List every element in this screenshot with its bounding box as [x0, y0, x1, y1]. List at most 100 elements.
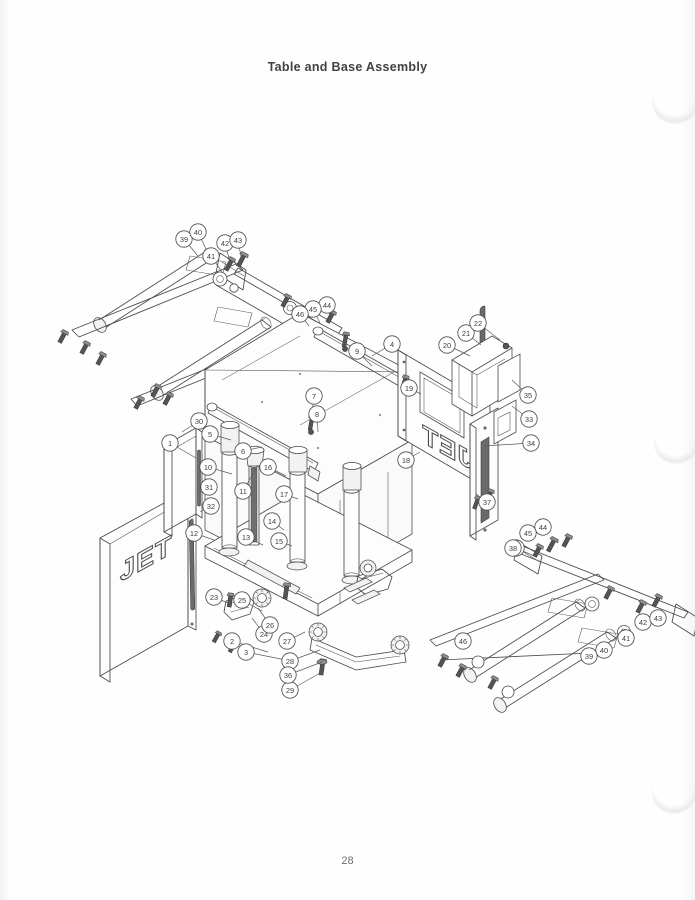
- callout-balloon-1: 1: [161, 434, 197, 459]
- callout-number: 40: [194, 228, 202, 237]
- callout-number: 28: [286, 657, 294, 666]
- callout-balloon-8: 8: [308, 405, 326, 433]
- callout-balloon-12: 12: [185, 524, 215, 542]
- callout-circle: [291, 305, 309, 323]
- callout-number: 4: [390, 340, 394, 349]
- callout-circle: [519, 524, 537, 542]
- callout-number: 9: [355, 347, 359, 356]
- callout-number: 22: [474, 319, 482, 328]
- callout-circle: [519, 386, 537, 404]
- callout-circle: [233, 591, 251, 609]
- callout-balloon-18: 18: [397, 451, 421, 469]
- callout-number: 5: [208, 430, 212, 439]
- callout-balloon-20: 20: [438, 336, 471, 357]
- callout-number: 43: [234, 236, 242, 245]
- callout-circle: [190, 412, 208, 430]
- callout-number: 14: [268, 517, 276, 526]
- callout-number: 17: [280, 490, 288, 499]
- right-rear-panel: JET: [397, 349, 491, 491]
- callout-number: 45: [524, 529, 532, 538]
- callout-circle: [223, 632, 241, 650]
- callout-balloon-42: 42: [634, 613, 652, 631]
- callout-circle: [234, 442, 252, 460]
- callout-balloon-6: 6: [234, 442, 263, 460]
- callout-balloon-43: 43: [649, 609, 667, 627]
- right-exploded-plates: [493, 353, 521, 445]
- callout-number: 43: [654, 614, 662, 623]
- callout-balloon-3: 3: [237, 643, 287, 661]
- callout-balloon-36: 36: [279, 661, 323, 684]
- callout-number: 42: [639, 618, 647, 627]
- callout-balloon-33: 33: [511, 405, 538, 428]
- callout-balloon-45: 45: [519, 524, 537, 542]
- callout-balloon-16: 16: [259, 458, 287, 477]
- callout-balloon-11: 11: [234, 464, 259, 500]
- callout-balloon-40: 40: [595, 641, 613, 659]
- callout-balloon-29: 29: [281, 671, 323, 699]
- callout-balloon-41: 41: [617, 629, 635, 647]
- callout-balloon-39: 39: [580, 647, 598, 665]
- callout-balloon-46: 46: [291, 305, 310, 327]
- callout-circle: [534, 518, 552, 536]
- page-title: Table and Base Assembly: [267, 60, 428, 74]
- callout-number: 46: [459, 637, 467, 646]
- callout-number: 44: [323, 301, 331, 310]
- callout-number: 37: [483, 498, 491, 507]
- callout-circle: [305, 387, 323, 405]
- callout-circle: [189, 223, 207, 241]
- callout-number: 41: [207, 252, 215, 261]
- callout-balloon-30: 30: [181, 412, 208, 433]
- callout-circle: [478, 493, 496, 511]
- callout-number: 24: [260, 630, 268, 639]
- callout-circle: [397, 451, 415, 469]
- callout-circle: [457, 324, 475, 342]
- callout-number: 41: [622, 634, 630, 643]
- callout-balloon-15: 15: [270, 532, 293, 550]
- callout-number: 1: [168, 439, 172, 448]
- callout-circle: [348, 342, 366, 360]
- callout-circle: [454, 632, 472, 650]
- callout-number: 8: [315, 410, 319, 419]
- callout-circle: [383, 335, 401, 353]
- callout-number: 16: [264, 463, 272, 472]
- callout-number: 13: [242, 533, 250, 542]
- callout-number: 25: [238, 596, 246, 605]
- callout-balloon-13: 13: [237, 528, 264, 546]
- callout-circle: [200, 478, 218, 496]
- callout-number: 29: [286, 686, 294, 695]
- callout-balloon-14: 14: [263, 512, 285, 531]
- callout-number: 15: [275, 537, 283, 546]
- callout-balloon-21: 21: [457, 324, 482, 346]
- callout-circle: [279, 666, 297, 684]
- callout-circle: [504, 539, 522, 557]
- callout-circle: [278, 632, 296, 650]
- callout-number: 10: [204, 463, 212, 472]
- callout-circle: [229, 231, 247, 249]
- left-bracket-panel: [163, 427, 203, 537]
- callout-number: 11: [239, 487, 247, 496]
- callout-number: 12: [190, 529, 198, 538]
- callout-number: 40: [600, 646, 608, 655]
- callout-number: 35: [524, 391, 532, 400]
- callout-balloon-44: 44: [534, 518, 552, 536]
- callout-balloon-45: 45: [304, 300, 322, 324]
- lower-brackets: [339, 577, 381, 605]
- callout-balloon-10: 10: [199, 458, 233, 476]
- page-number: 28: [341, 855, 354, 867]
- callout-balloon-43: 43: [229, 231, 247, 263]
- callout-balloon-19: 19: [400, 379, 422, 397]
- callout-balloon-5: 5: [201, 425, 232, 443]
- callout-circle: [263, 512, 281, 530]
- exploded-view-drawing: JET: [57, 223, 695, 713]
- callout-circle: [617, 629, 635, 647]
- callout-balloon-2: 2: [223, 632, 269, 653]
- callout-circle: [580, 647, 598, 665]
- callout-circle: [400, 379, 418, 397]
- callout-balloon-26: 26: [257, 607, 279, 634]
- fastener-cluster-upper-left: [57, 251, 337, 410]
- callout-circle: [649, 609, 667, 627]
- fastener-cluster-lower-right: [437, 533, 663, 690]
- callout-number: 27: [283, 637, 291, 646]
